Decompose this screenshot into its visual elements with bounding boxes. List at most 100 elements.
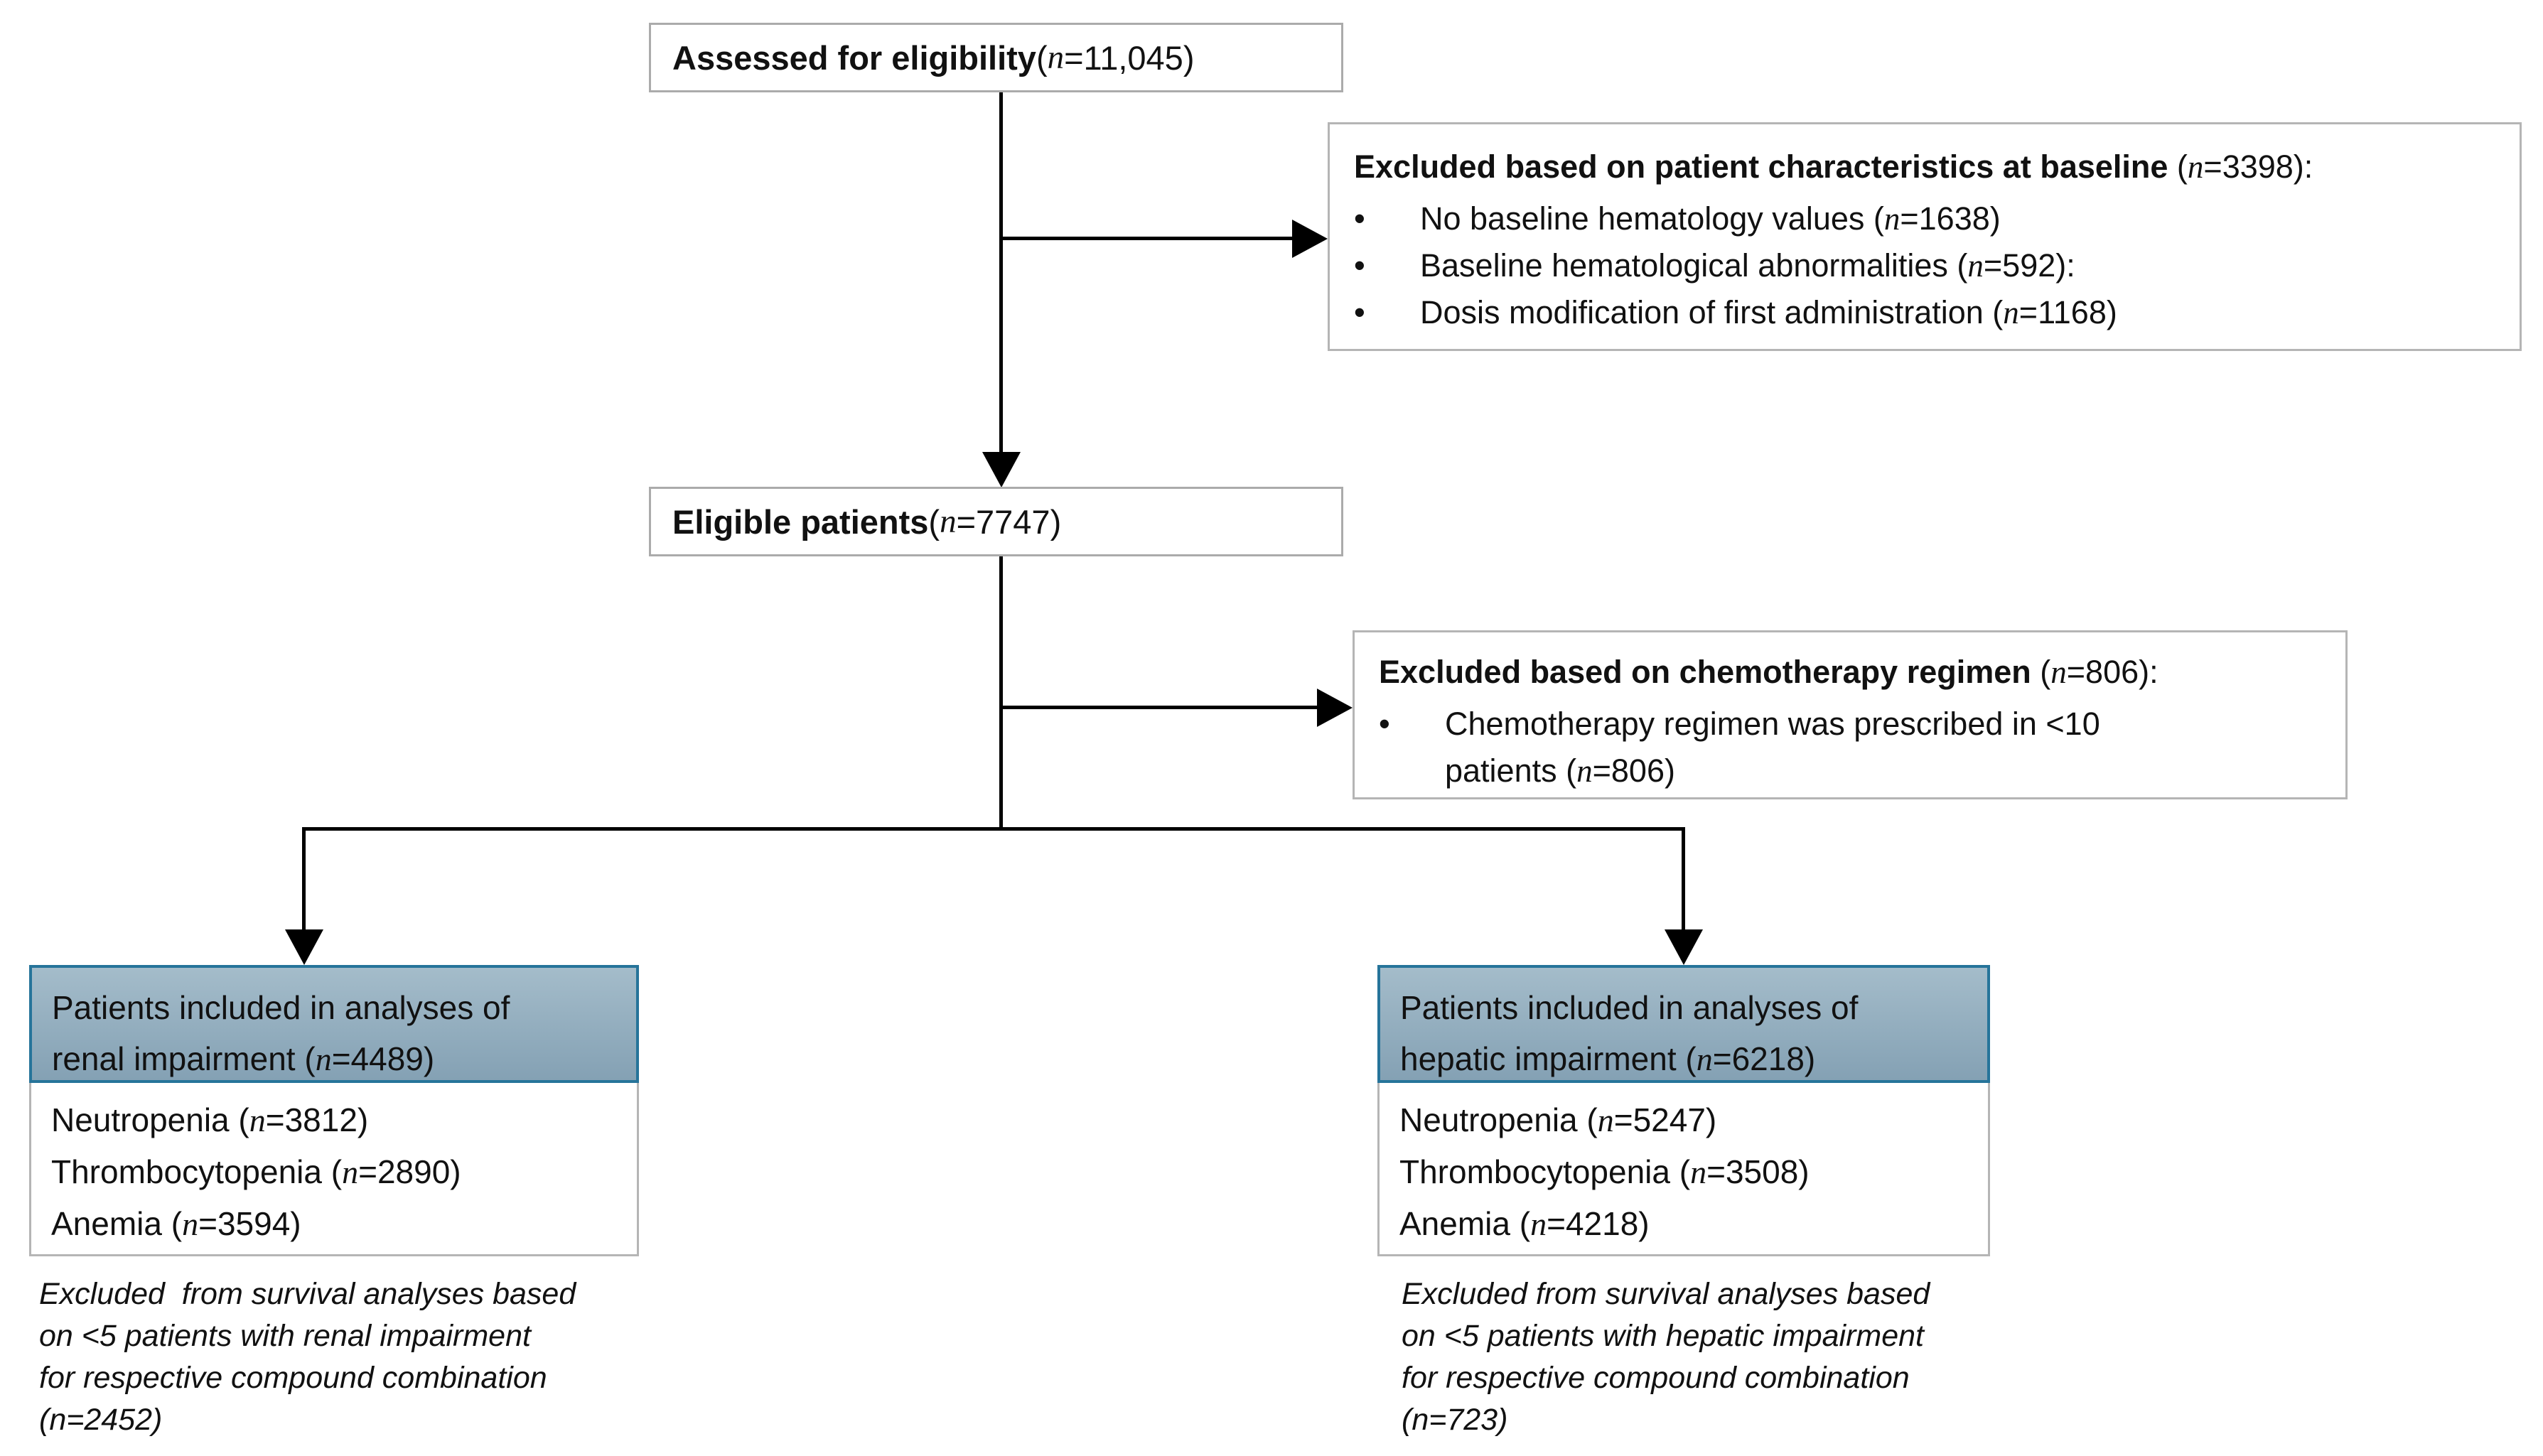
bullet-spacer [1379, 748, 1445, 794]
outcome-n: n [249, 1102, 266, 1138]
renal-group: Patients included in analyses of renal i… [29, 965, 639, 1256]
box-hepatic-outcomes: Neutropenia (n=5247) Thrombocytopenia (n… [1377, 1083, 1990, 1256]
connector-to-excluded-chemo [999, 706, 1318, 709]
list-item-text: Baseline hematological abnormalities (n=… [1420, 242, 2498, 289]
arrowhead-down-hepatic [1665, 929, 1703, 965]
footnote-line: Excluded from survival analyses based [39, 1277, 576, 1311]
bullet-icon: • [1354, 294, 1365, 330]
eligible-n: n [940, 503, 957, 540]
footnote-hepatic: Excluded from survival analyses based on… [1402, 1273, 2020, 1441]
list-item: • No baseline hematology values (n=1638) [1354, 195, 2498, 242]
outcome-n: n [1530, 1206, 1547, 1242]
renal-header-line1: Patients included in analyses of [52, 989, 510, 1026]
outcome-count: =2890) [358, 1153, 461, 1190]
excluded-baseline-title: Excluded based on patient characteristic… [1354, 144, 2498, 190]
hepatic-header-text: hepatic impairment ( [1400, 1040, 1697, 1077]
footnote-line: on <5 patients with hepatic impairment [1402, 1319, 1924, 1353]
outcome-text: Thrombocytopenia ( [1399, 1153, 1691, 1190]
item-text: patients ( [1445, 753, 1577, 789]
outcome-count: =5247) [1613, 1101, 1717, 1138]
arrowhead-down-eligible [982, 452, 1021, 487]
connector-top-vertical [999, 92, 1003, 455]
excluded-baseline-open: ( [2168, 149, 2188, 185]
footnote-line: (n=723) [1402, 1403, 1508, 1437]
item-n: n [2003, 295, 2019, 330]
list-item-continuation: patients (n=806) [1379, 748, 2324, 794]
hepatic-header-n: n [1696, 1041, 1713, 1077]
list-item: • Chemotherapy regimen was prescribed in… [1379, 701, 2324, 748]
item-n: n [1576, 753, 1593, 789]
bullet-icon: • [1354, 247, 1365, 284]
outcome-text: Anemia ( [1399, 1205, 1531, 1242]
assessed-count: =11,045) [1064, 38, 1195, 77]
outcome-count: =3812) [265, 1101, 369, 1138]
box-assessed: Assessed for eligibility (n=11,045) [649, 23, 1343, 92]
outcome-count: =3508) [1706, 1153, 1810, 1190]
outcome-text: Anemia ( [51, 1205, 183, 1242]
bullet-icon: • [1354, 200, 1365, 237]
assessed-label: Assessed for eligibility [672, 38, 1036, 77]
box-excluded-chemo: Excluded based on chemotherapy regimen (… [1353, 630, 2348, 799]
footnote-line: for respective compound combination [39, 1361, 547, 1395]
eligible-open: ( [928, 502, 940, 541]
footnote-line: Excluded from survival analyses based [1402, 1277, 1930, 1311]
arrowhead-right-excluded-baseline [1292, 220, 1328, 258]
outcome-row: Thrombocytopenia (n=3508) [1399, 1146, 1969, 1198]
arrowhead-down-renal [285, 929, 323, 965]
outcome-n: n [1597, 1102, 1614, 1138]
outcome-n: n [182, 1206, 199, 1242]
list-item-text: patients (n=806) [1445, 748, 2324, 794]
excluded-baseline-title-text: Excluded based on patient characteristic… [1354, 149, 2168, 185]
footnote-line: for respective compound combination [1402, 1361, 1910, 1395]
connector-branch-left-vertical [302, 827, 306, 932]
footnote-line: on <5 patients with renal impairment [39, 1319, 531, 1353]
list-item-text: Chemotherapy regimen was prescribed in <… [1445, 706, 2100, 742]
footnote-renal: Excluded from survival analyses based on… [39, 1273, 650, 1441]
box-renal-outcomes: Neutropenia (n=3812) Thrombocytopenia (n… [29, 1083, 639, 1256]
excluded-chemo-title-text: Excluded based on chemotherapy regimen [1379, 654, 2031, 690]
hepatic-header-line1: Patients included in analyses of [1400, 989, 1859, 1026]
box-eligible: Eligible patients (n=7747) [649, 487, 1343, 556]
box-hepatic-header: Patients included in analyses of hepatic… [1377, 965, 1990, 1083]
outcome-n: n [342, 1154, 359, 1190]
bullet-icon: • [1379, 706, 1390, 742]
outcome-text: Thrombocytopenia ( [51, 1153, 343, 1190]
box-renal-header: Patients included in analyses of renal i… [29, 965, 639, 1083]
outcome-row: Neutropenia (n=5247) [1399, 1094, 1969, 1146]
renal-header-n: n [315, 1041, 332, 1077]
connector-mid-vertical [999, 556, 1003, 831]
hepatic-group: Patients included in analyses of hepatic… [1377, 965, 1990, 1256]
outcome-row: Thrombocytopenia (n=2890) [51, 1146, 618, 1198]
assessed-open: ( [1036, 38, 1048, 77]
eligible-count: =7747) [956, 502, 1062, 541]
outcome-text: Neutropenia ( [51, 1101, 249, 1138]
excluded-chemo-open: ( [2031, 654, 2051, 690]
excluded-chemo-count: =806): [2066, 654, 2158, 690]
renal-header-line2: renal impairment (n=4489) [52, 1033, 618, 1085]
item-count: =592): [1983, 247, 2075, 284]
hepatic-header-count: =6218) [1712, 1040, 1816, 1077]
outcome-row: Anemia (n=3594) [51, 1198, 618, 1250]
list-item: • Dosis modification of first administra… [1354, 289, 2498, 336]
connector-to-excluded-baseline [999, 237, 1294, 240]
outcome-text: Neutropenia ( [1399, 1101, 1598, 1138]
excluded-chemo-title: Excluded based on chemotherapy regimen (… [1379, 649, 2324, 695]
item-text: Baseline hematological abnormalities ( [1420, 247, 1968, 284]
connector-branch-horizontal [302, 827, 1685, 831]
outcome-count: =3594) [198, 1205, 301, 1242]
item-text: Dosis modification of first administrati… [1420, 294, 2004, 330]
list-item-text: No baseline hematology values (n=1638) [1420, 195, 2498, 242]
hepatic-header-line2: hepatic impairment (n=6218) [1400, 1033, 1969, 1085]
excluded-chemo-n: n [2050, 654, 2067, 690]
item-count: =806) [1592, 753, 1675, 789]
connector-branch-right-vertical [1682, 827, 1685, 932]
item-n: n [1967, 248, 1984, 284]
list-item-text: Dosis modification of first administrati… [1420, 289, 2498, 336]
list-item: • Baseline hematological abnormalities (… [1354, 242, 2498, 289]
item-count: =1638) [1900, 200, 2001, 237]
box-excluded-baseline: Excluded based on patient characteristic… [1328, 122, 2522, 351]
footnote-line: (n=2452) [39, 1403, 163, 1437]
outcome-count: =4218) [1547, 1205, 1650, 1242]
item-count: =1168) [2018, 294, 2117, 330]
